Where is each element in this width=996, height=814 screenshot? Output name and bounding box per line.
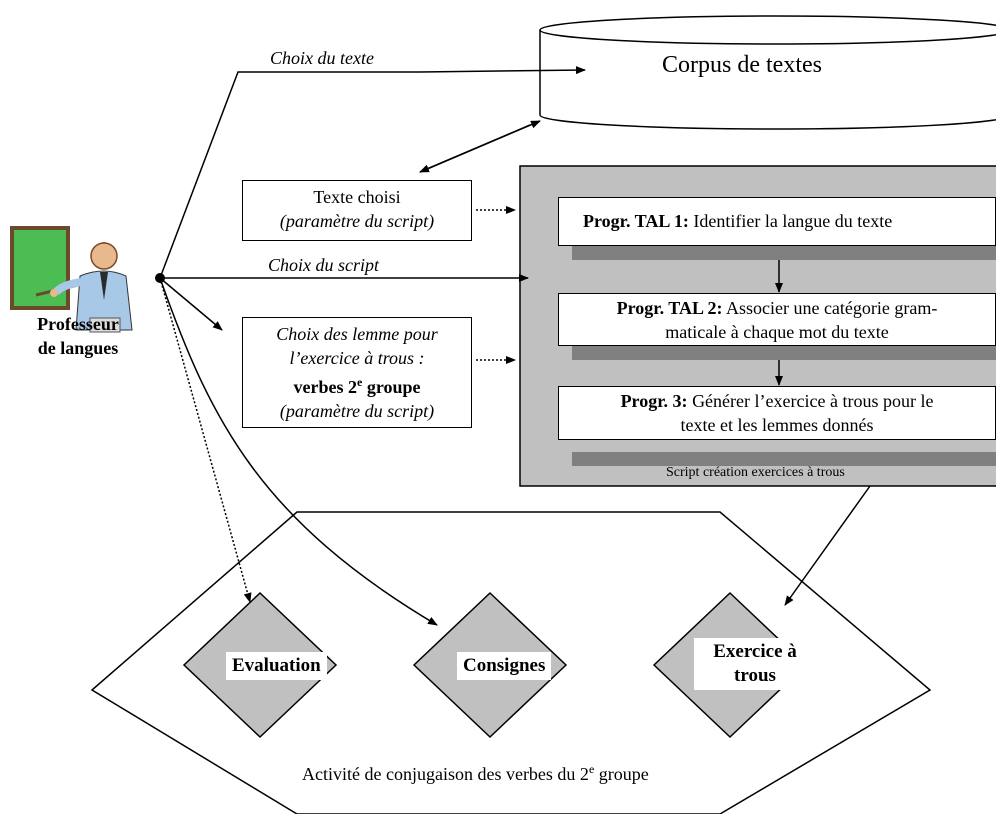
corpus-cylinder <box>539 15 996 130</box>
consignes-label: Consignes <box>457 652 552 680</box>
lemmes-box: Choix des lemme pour l’exercice à trous … <box>242 317 472 428</box>
teacher-icon <box>10 226 133 333</box>
step3-shadow <box>572 452 996 466</box>
lemmes-line2: l’exercice à trous : <box>289 348 425 368</box>
step3-line2: texte et les lemmes donnés <box>680 415 874 435</box>
step2-line2: maticale à chaque mot du texte <box>665 322 889 342</box>
script-step-1: Progr. TAL 1: Identifier la langue du te… <box>558 197 996 246</box>
step1-text: Identifier la langue du texte <box>688 211 893 231</box>
texte-choisi-title: Texte choisi <box>313 187 401 207</box>
teacher-label-line2: de langues <box>37 338 119 358</box>
choix-texte-label: Choix du texte <box>270 48 374 68</box>
step3-line1: Progr. 3: Générer l’exercice à trous pou… <box>559 389 995 413</box>
activity-caption-a: Activité de conjugaison des verbes du 2 <box>302 764 589 784</box>
choix-script-label: Choix du script <box>268 255 379 275</box>
step3-text: Générer l’exercice à trous pour le <box>687 391 934 411</box>
step1-bold: Progr. TAL 1: <box>583 211 689 231</box>
corpus-texte-arrow <box>419 120 541 173</box>
script-step-2: Progr. TAL 2: Associer une catégorie gra… <box>558 293 996 346</box>
script-step-3: Progr. 3: Générer l’exercice à trous pou… <box>558 386 996 440</box>
step1-shadow <box>572 246 996 260</box>
exercice-line2: trous <box>734 665 776 686</box>
lemmes-groupe: groupe <box>362 377 421 397</box>
activity-caption: Activité de conjugaison des verbes du 2e… <box>302 762 649 785</box>
step2-line1: Progr. TAL 2: Associer une catégorie gra… <box>559 296 995 320</box>
teacher-label: Professeur de langues <box>4 312 152 360</box>
to-lemmes-arrow <box>159 277 223 331</box>
lemmes-verbes: verbes 2 <box>293 377 357 397</box>
choix-texte-connector <box>159 66 586 279</box>
step2-shadow <box>572 346 996 360</box>
activity-caption-sup: e <box>588 762 595 776</box>
step2-text: Associer une catégorie gram- <box>722 298 938 318</box>
texte-choisi-box: Texte choisi (paramètre du script) <box>242 180 472 241</box>
lemmes-line4: (paramètre du script) <box>279 401 435 421</box>
exercice-line1: Exercice à <box>713 641 797 662</box>
lemmes-sup: e <box>356 375 363 389</box>
teacher-label-line1: Professeur <box>37 314 119 334</box>
corpus-label: Corpus de textes <box>662 52 822 78</box>
step2-bold: Progr. TAL 2: <box>616 298 723 318</box>
lemmes-line3: verbes 2e groupe <box>243 370 471 399</box>
script-caption: Script création exercices à trous <box>666 465 845 480</box>
texte-choisi-param: (paramètre du script) <box>279 211 435 231</box>
to-consignes-arrow <box>159 277 438 626</box>
to-evaluation-dotted <box>159 277 252 603</box>
step3-bold: Progr. 3: <box>620 391 688 411</box>
exercice-label: Exercice à trous <box>694 638 816 690</box>
activity-caption-b: groupe <box>594 764 649 784</box>
evaluation-label: Evaluation <box>226 652 327 680</box>
lemmes-line1: Choix des lemme pour <box>276 324 438 344</box>
script-to-exercice-arrow <box>784 485 871 606</box>
